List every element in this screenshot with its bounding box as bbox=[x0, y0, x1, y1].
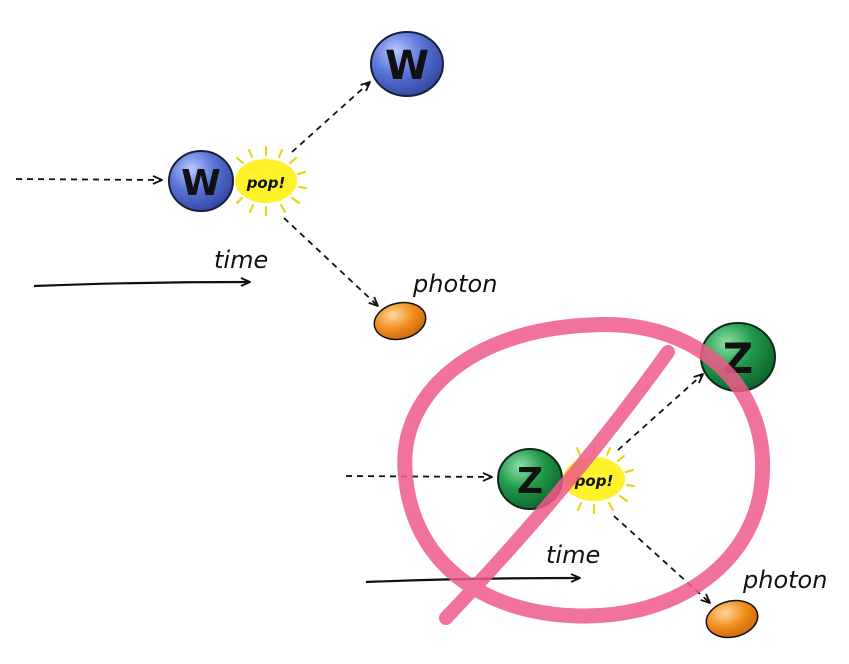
photon bbox=[373, 301, 427, 341]
prohibition-sign bbox=[397, 317, 771, 625]
pop-label: pop! bbox=[574, 472, 614, 490]
w-boson-outgoing: W bbox=[370, 31, 444, 97]
prohibition-circle bbox=[397, 317, 771, 624]
photon-label: photon bbox=[412, 270, 497, 298]
prohibition-slash bbox=[439, 345, 675, 625]
pop-label: pop! bbox=[246, 174, 286, 192]
time-label: time bbox=[214, 246, 268, 274]
forbidden-process: pop! Z Z photon time bbox=[345, 317, 827, 639]
w-boson-incoming: W bbox=[168, 150, 234, 212]
incoming-w-arrow bbox=[15, 175, 163, 185]
allowed-process: pop! W W photon time bbox=[15, 31, 497, 341]
photon-label: photon bbox=[742, 566, 827, 594]
outgoing-w-arrow bbox=[291, 81, 371, 153]
w-letter: W bbox=[181, 163, 221, 204]
photon bbox=[705, 599, 759, 639]
z-letter: Z bbox=[517, 461, 543, 502]
time-arrow bbox=[33, 277, 251, 288]
pop-burst: pop! bbox=[235, 146, 307, 216]
w-letter: W bbox=[385, 43, 429, 89]
photon-arrow bbox=[283, 217, 379, 307]
time-label: time bbox=[546, 541, 600, 569]
z-boson-incoming: Z bbox=[497, 448, 563, 510]
incoming-z-arrow bbox=[345, 472, 493, 482]
outgoing-z-arrow bbox=[617, 373, 704, 451]
